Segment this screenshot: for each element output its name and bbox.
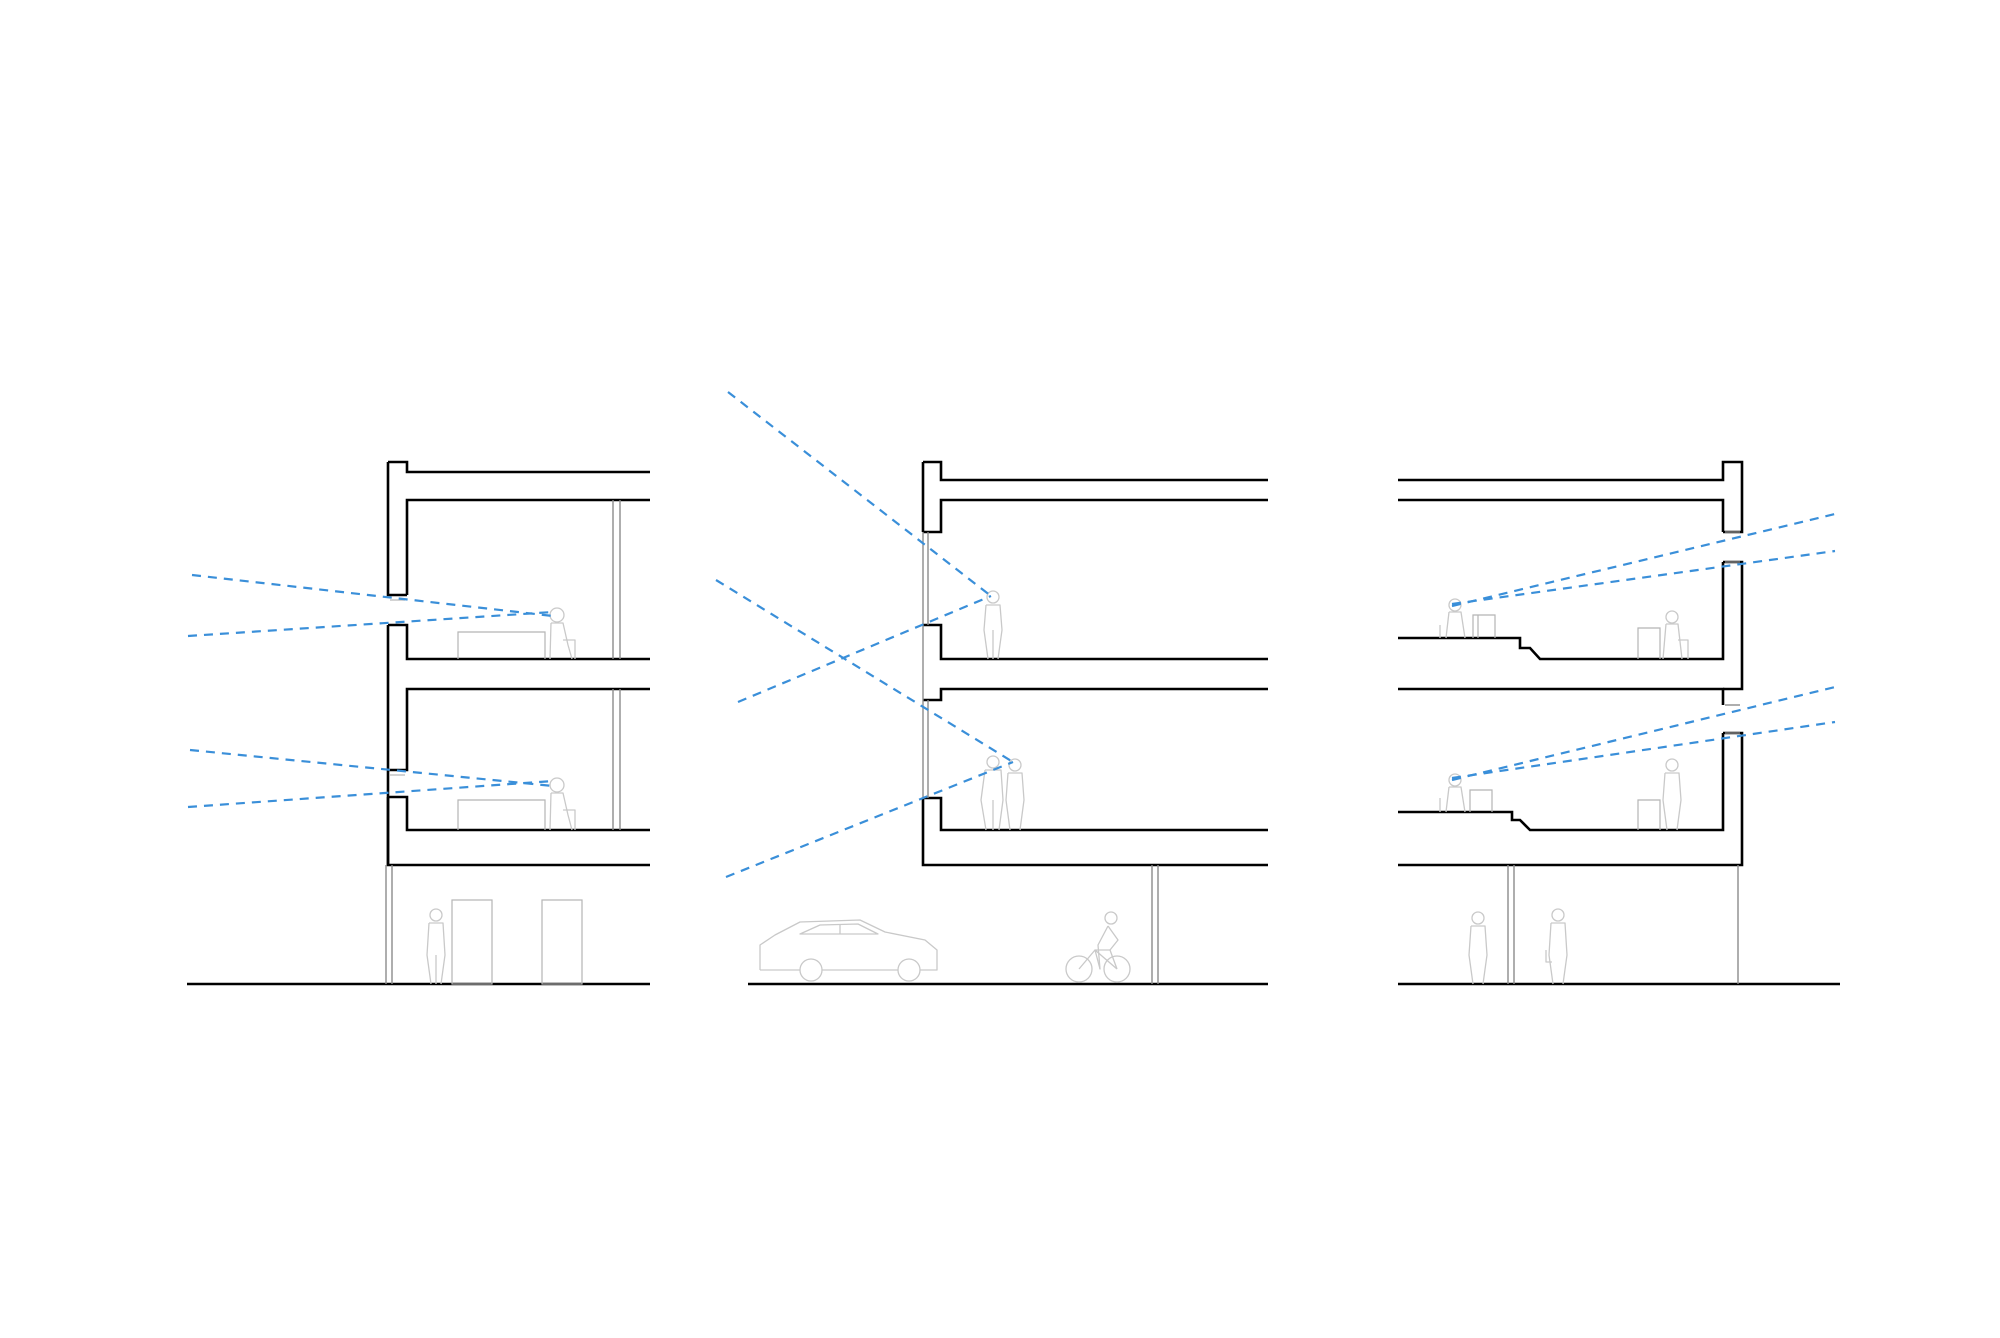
- standing-person-ground-left: [426, 908, 446, 985]
- standing-person-ground-right-a: [1468, 911, 1488, 985]
- floor-slab-top-lower-left: [388, 795, 650, 832]
- table-lower-right-a: [1469, 789, 1493, 812]
- seated-person-lower-right-a: [1439, 773, 1466, 813]
- section-left: [187, 460, 650, 986]
- seated-person-upper-left: [549, 607, 576, 660]
- floor-slab-top-lower-right: [1398, 733, 1725, 832]
- sightline-middle-3: [715, 579, 1014, 763]
- table-upper-right-b: [1637, 627, 1661, 659]
- roof-slab-underside-middle: [923, 498, 1268, 534]
- desk-upper-left: [457, 631, 546, 659]
- cyclist-middle: [1065, 911, 1131, 983]
- section-right: [1398, 460, 1840, 986]
- sightline-right-2: [1451, 549, 1836, 606]
- door-left-1: [451, 899, 493, 985]
- sightlines-middle: [715, 391, 1014, 879]
- sightline-middle-2: [737, 594, 992, 704]
- sightline-right-3: [1451, 685, 1836, 782]
- seated-person-lower-left: [549, 777, 576, 831]
- roof-slab-top-left: [388, 460, 650, 474]
- sightline-left-1: [191, 573, 554, 618]
- sightline-left-4: [187, 779, 554, 809]
- sightlines-left: [187, 573, 554, 809]
- sightlines-right: [1451, 512, 1836, 782]
- door-left-2: [541, 899, 583, 985]
- seated-person-upper-right-a: [1439, 598, 1466, 639]
- sightline-middle-4: [725, 760, 1014, 879]
- sightline-right-1: [1451, 512, 1836, 608]
- facade-wall-upper-right: [1723, 560, 1744, 691]
- sightline-right-4: [1451, 720, 1836, 780]
- floor-slab-underside-right: [1398, 687, 1725, 705]
- floor-slab-top-upper-middle: [923, 623, 1268, 661]
- standing-person-lower-right-b: [1662, 758, 1682, 831]
- sightline-left-2: [187, 610, 554, 638]
- standing-people-lower-middle: [980, 755, 1025, 831]
- roof-slab-underside-right: [1398, 498, 1725, 532]
- standing-person-upper-middle: [983, 590, 1003, 660]
- sightline-middle-1: [727, 391, 992, 597]
- roof-slab-top-right: [1398, 460, 1744, 534]
- facade-wall-upper-left: [386, 462, 407, 597]
- section-middle: [715, 391, 1268, 986]
- floor-slab-top-upper-left: [388, 623, 650, 661]
- table-upper-right-a: [1472, 614, 1496, 638]
- table-lower-right-b: [1637, 799, 1661, 830]
- floor-slab-underside-left: [388, 687, 650, 772]
- ground-floor-ceiling-middle: [921, 798, 1268, 867]
- floor-slab-underside-middle: [923, 687, 1268, 702]
- floor-slab-top-lower-middle: [923, 796, 1268, 832]
- floor-slab-top-upper-right: [1398, 562, 1725, 661]
- roof-slab-underside-left: [405, 498, 650, 595]
- roof-slab-top-middle: [923, 460, 1268, 482]
- sightline-left-3: [189, 748, 554, 788]
- facade-wall-lower-right: [1398, 731, 1744, 867]
- standing-person-ground-right-b: [1545, 908, 1568, 985]
- desk-lower-left: [457, 799, 546, 830]
- seated-person-upper-right-b: [1662, 610, 1689, 660]
- ground-floor-ceiling-left: [386, 797, 650, 867]
- car-middle: [759, 919, 938, 982]
